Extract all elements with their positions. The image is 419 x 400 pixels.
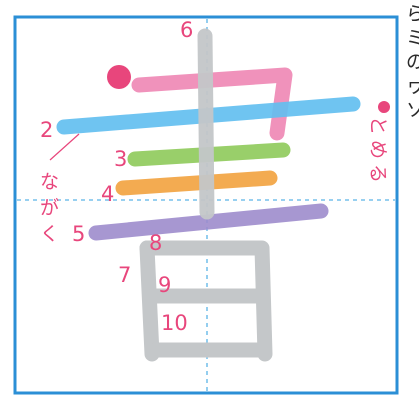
edge-text-3: の — [406, 51, 419, 73]
stroke-label-2: 2 — [40, 118, 53, 142]
stroke-label-6: 6 — [180, 18, 193, 42]
stop-note-char-1: と — [367, 116, 389, 135]
stroke-5 — [88, 203, 329, 241]
stop-marker-dot — [378, 101, 390, 113]
stroke-label-10: 10 — [161, 311, 188, 335]
stroke-label-7: 7 — [118, 263, 131, 287]
long-note-leader — [49, 133, 80, 161]
stroke-label-8: 8 — [149, 231, 162, 255]
stroke-label-1-circle — [107, 65, 131, 89]
edge-text-4: ヮ — [406, 75, 419, 97]
stroke-label-9: 9 — [158, 273, 171, 297]
long-note-char-3: く — [40, 223, 59, 245]
stroke-8 — [139, 240, 273, 362]
long-note-char-2: が — [40, 197, 59, 219]
gray-box-strokes — [139, 240, 273, 362]
stroke-4 — [115, 170, 278, 196]
edge-text-5: ソ — [406, 99, 419, 121]
edge-text-1: ら — [406, 3, 419, 25]
stop-note-char-2: め — [367, 140, 389, 159]
edge-text-2: ミ — [406, 27, 419, 49]
stroke-label-4: 4 — [101, 182, 114, 206]
stroke-6 — [197, 28, 215, 220]
stroke-label-5: 5 — [72, 222, 85, 246]
stop-note-char-3: る — [367, 164, 389, 183]
stop-note: と め る — [367, 116, 389, 183]
stroke-label-1: 1 — [112, 65, 127, 89]
stroke-label-3: 3 — [114, 147, 127, 171]
long-note-char-1: な — [40, 171, 59, 193]
